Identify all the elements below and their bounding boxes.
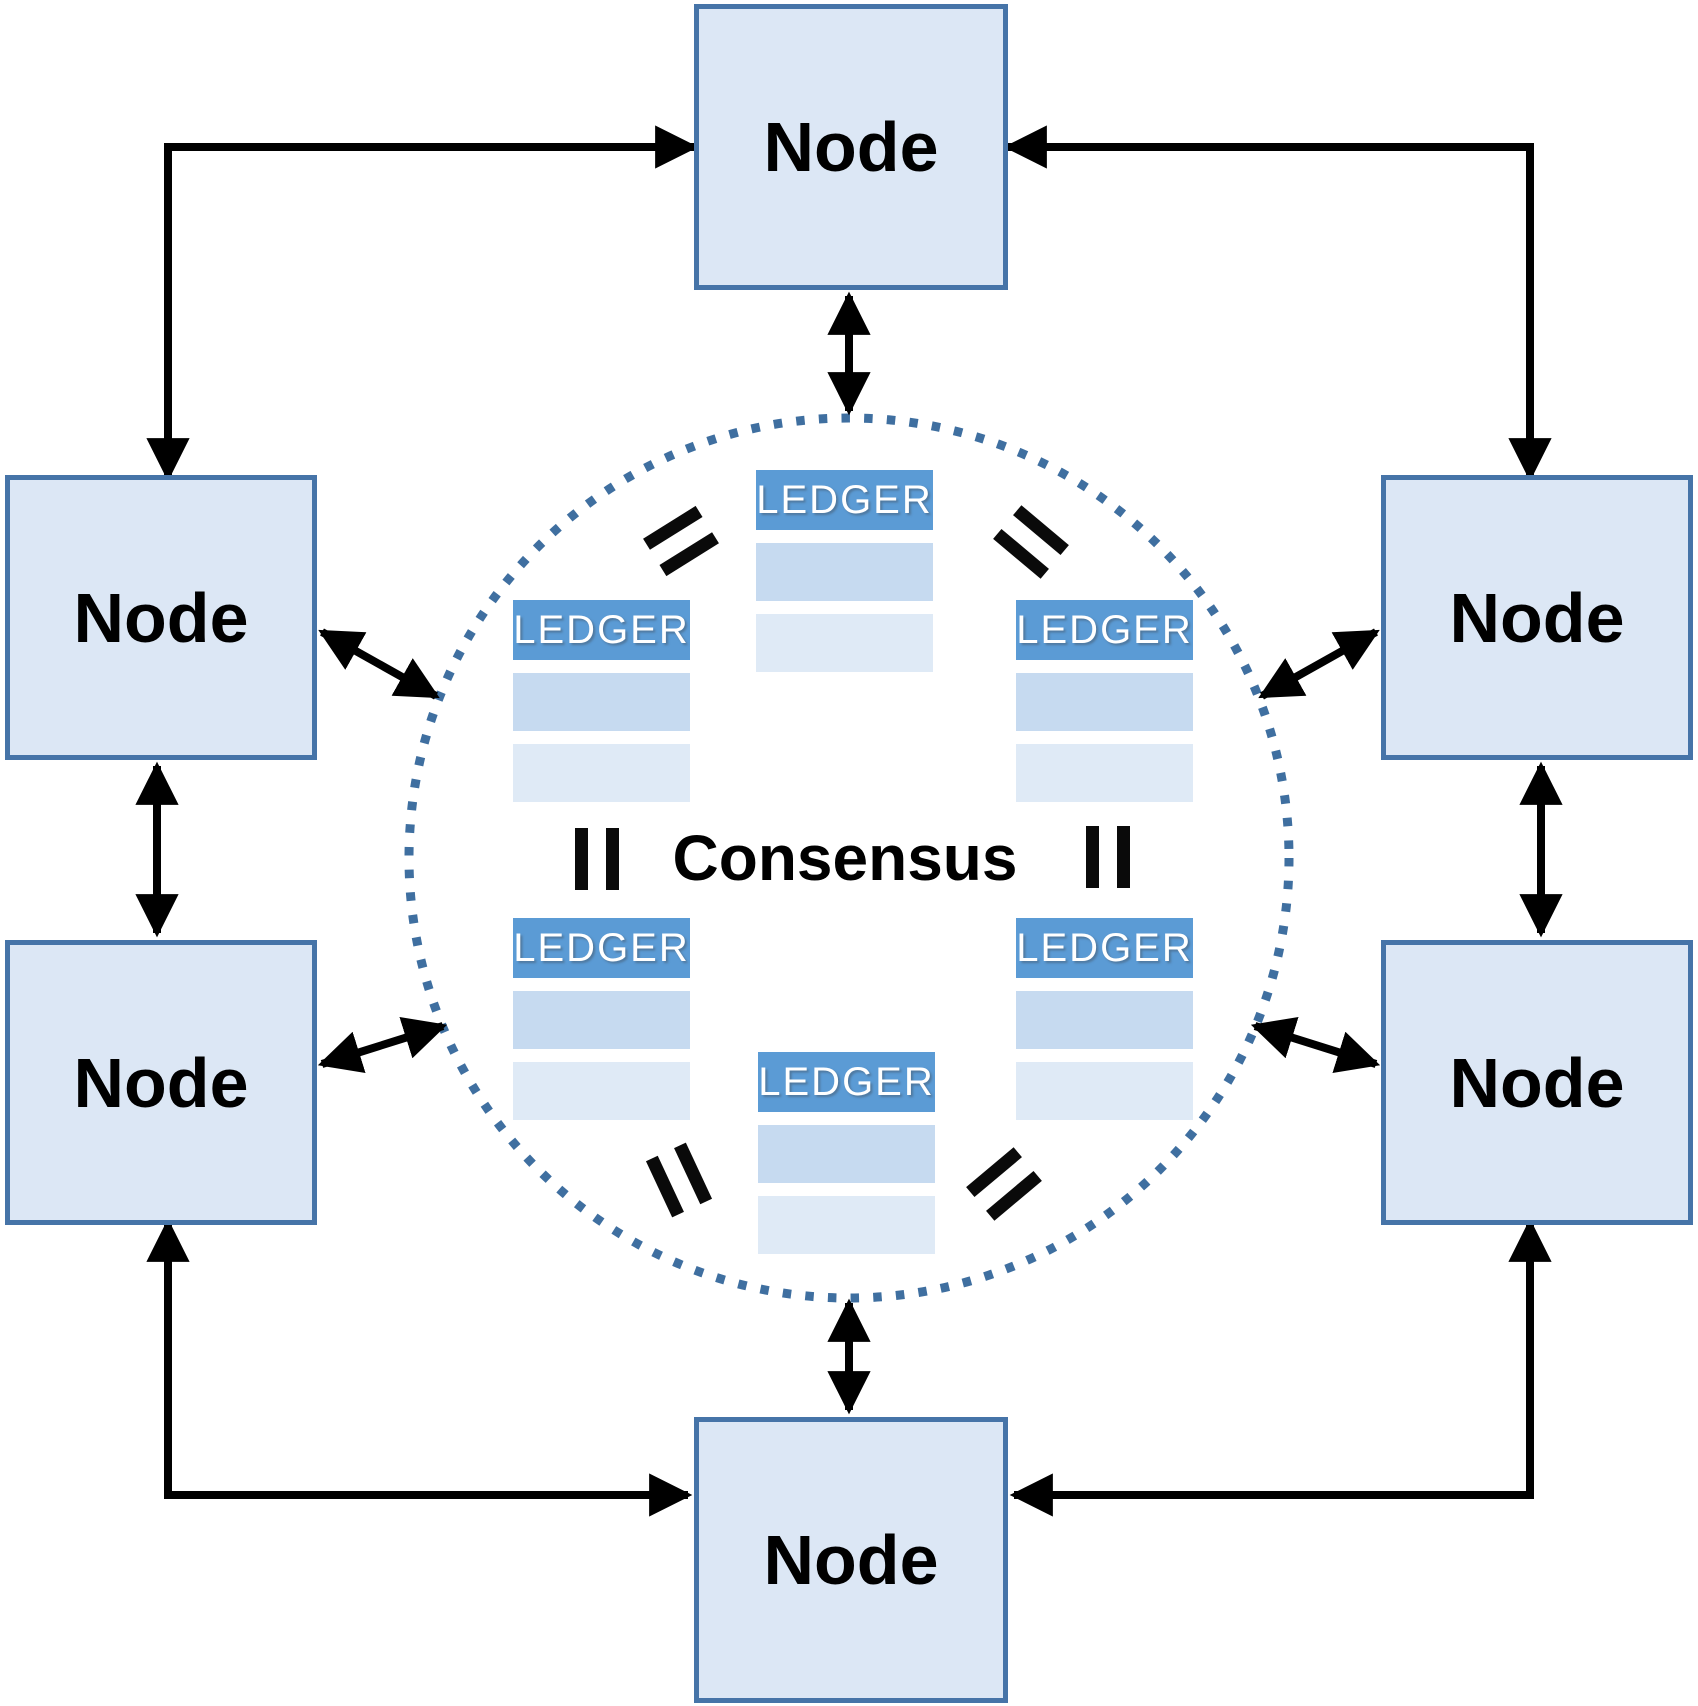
node-top: Node: [694, 4, 1008, 290]
node-bottom: Node: [694, 1417, 1008, 1703]
ledger-header: LEDGER: [513, 600, 690, 660]
ledger-row: [756, 614, 933, 672]
ledger-label: LEDGER: [513, 607, 690, 652]
ledger-upper-left: LEDGER: [513, 600, 690, 802]
ledger-row: [1016, 744, 1193, 802]
arrow-left-lower-node-ring: [317, 1017, 448, 1073]
connector-top-left-corner: [146, 125, 699, 482]
ledger-row: [1016, 1062, 1193, 1120]
ledger-row: [758, 1196, 935, 1254]
ledger-label: LEDGER: [1016, 607, 1193, 652]
ledger-label: LEDGER: [513, 925, 690, 970]
ledger-header: LEDGER: [1016, 600, 1193, 660]
node-label: Node: [73, 1043, 249, 1122]
connector-bottom-left-corner: [146, 1218, 693, 1517]
ledger-label: LEDGER: [1016, 925, 1193, 970]
ledger-lower-right: LEDGER: [1016, 918, 1193, 1120]
ledger-row: [513, 1062, 690, 1120]
node-label: Node: [763, 1521, 939, 1599]
ledger-row: [513, 673, 690, 731]
ledger-row: [1016, 673, 1193, 731]
node-label: Node: [763, 108, 939, 186]
arrow-left-upper-node-ring: [318, 628, 440, 700]
ledger-header: LEDGER: [756, 470, 933, 530]
ledger-row: [1016, 991, 1193, 1049]
arrow-right-lower-node-ring: [1250, 1017, 1381, 1073]
node-right-upper: Node: [1381, 475, 1693, 760]
consensus-ring: [404, 413, 1294, 1303]
node-label: Node: [73, 578, 249, 657]
node-left-upper: Node: [5, 475, 317, 760]
equals-bar: [1117, 826, 1130, 888]
equals-bar: [1086, 826, 1099, 888]
ledger-label: LEDGER: [756, 477, 933, 522]
ledger-row: [513, 991, 690, 1049]
equals-bar: [606, 828, 619, 890]
ledger-lower-left: LEDGER: [513, 918, 690, 1120]
ledger-bottom: LEDGER: [758, 1052, 935, 1254]
node-right-lower: Node: [1381, 940, 1693, 1225]
ledger-row: [513, 744, 690, 802]
consensus-title: Consensus: [672, 822, 1018, 894]
ledger-row: [758, 1125, 935, 1183]
ledger-header: LEDGER: [1016, 918, 1193, 978]
ledger-label: LEDGER: [758, 1059, 935, 1104]
equals-icon: [575, 828, 619, 890]
ledger-row: [756, 543, 933, 601]
node-label: Node: [1449, 578, 1625, 657]
arrow-right-upper-node-ring: [1258, 628, 1380, 700]
connector-top-right-corner: [1003, 125, 1552, 482]
node-left-lower: Node: [5, 940, 317, 1225]
ledger-upper-right: LEDGER: [1016, 600, 1193, 802]
ledger-top: LEDGER: [756, 470, 933, 672]
connector-bottom-right-corner: [1009, 1218, 1552, 1517]
node-label: Node: [1449, 1043, 1625, 1122]
ledger-header: LEDGER: [758, 1052, 935, 1112]
ledger-header: LEDGER: [513, 918, 690, 978]
equals-icon: [1086, 826, 1130, 888]
equals-bar: [575, 828, 588, 890]
